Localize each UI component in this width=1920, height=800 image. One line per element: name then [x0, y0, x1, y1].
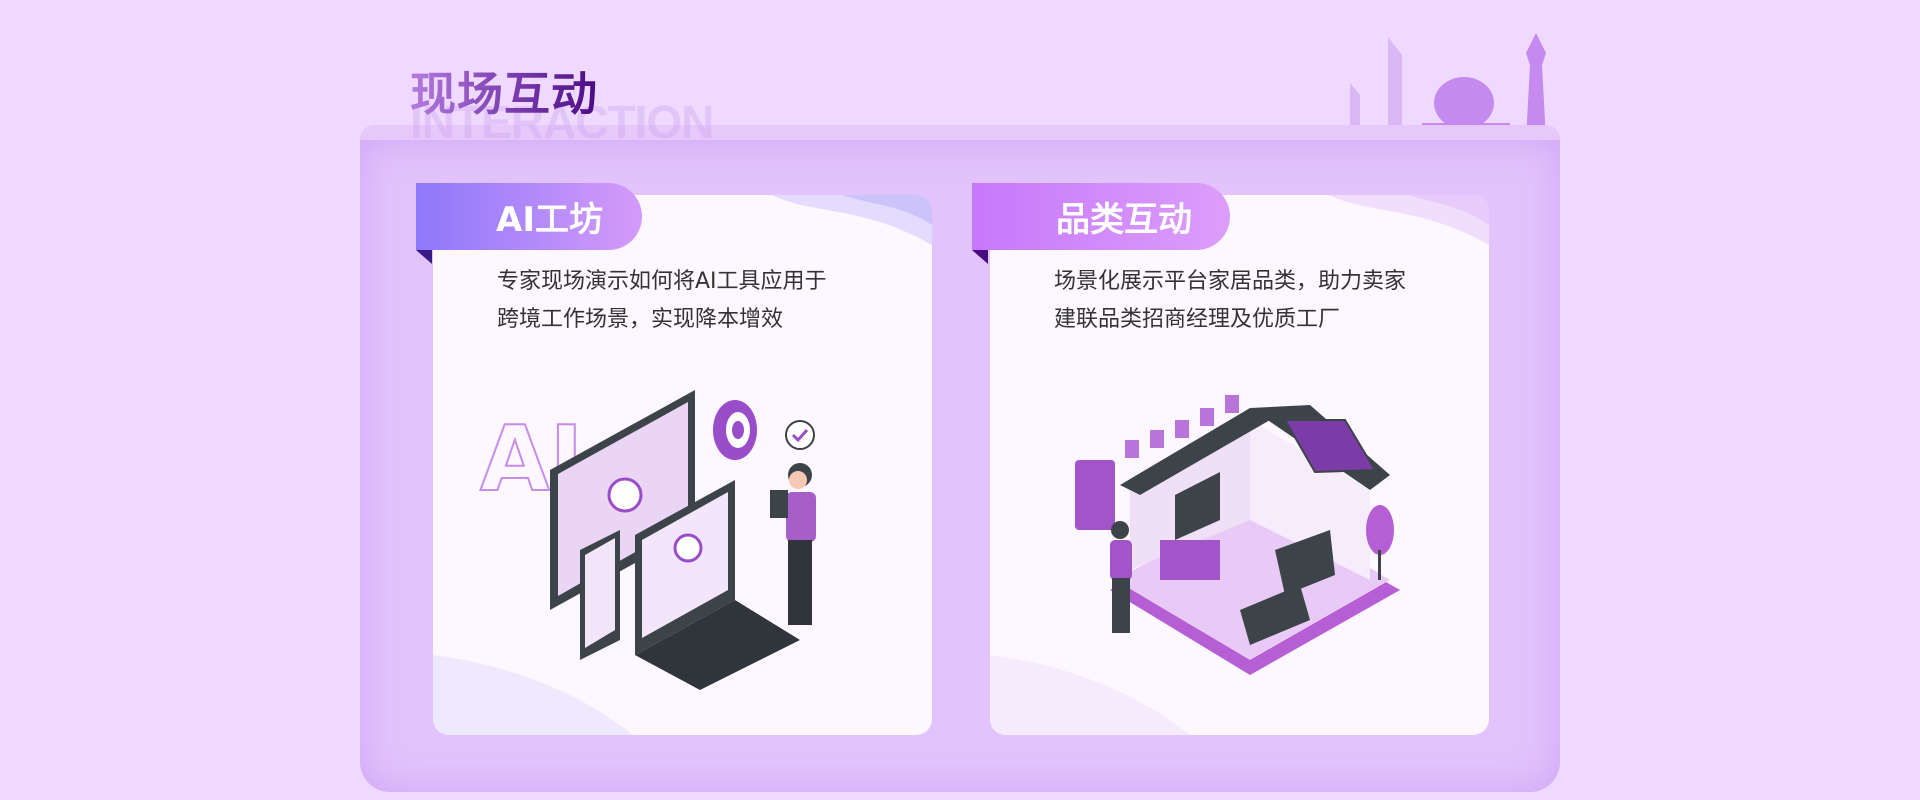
- city-skyline-decoration: [1350, 33, 1546, 140]
- section-title: 现场互动: [410, 58, 598, 124]
- description-line: 专家现场演示如何将AI工具应用于: [497, 269, 827, 294]
- tab-fold: [416, 250, 432, 264]
- tab-category-interaction: 品类互动: [972, 183, 1230, 250]
- wave-decoration: [1329, 195, 1489, 245]
- description-line: 建联品类招商经理及优质工厂: [1054, 307, 1341, 332]
- tab-ai-workshop: AI工坊: [416, 183, 642, 250]
- tab-label: 品类互动: [1056, 200, 1192, 240]
- wave-decoration: [772, 195, 932, 245]
- section-subtitle: INTERACTION: [410, 95, 714, 149]
- tab-label: AI工坊: [496, 200, 603, 240]
- ai-workshop-description: 专家现场演示如何将AI工具应用于 跨境工作场景，实现降本增效: [497, 263, 827, 339]
- category-interaction-description: 场景化展示平台家居品类，助力卖家 建联品类招商经理及优质工厂: [1054, 263, 1406, 339]
- smart-home-illustration: [1075, 395, 1400, 675]
- ai-workshop-illustration: AI: [479, 390, 816, 690]
- description-line: 跨境工作场景，实现降本增效: [497, 307, 784, 332]
- wave-decoration: [433, 655, 633, 735]
- wave-decoration: [990, 655, 1190, 735]
- tab-fold: [972, 250, 988, 264]
- description-line: 场景化展示平台家居品类，助力卖家: [1054, 269, 1407, 294]
